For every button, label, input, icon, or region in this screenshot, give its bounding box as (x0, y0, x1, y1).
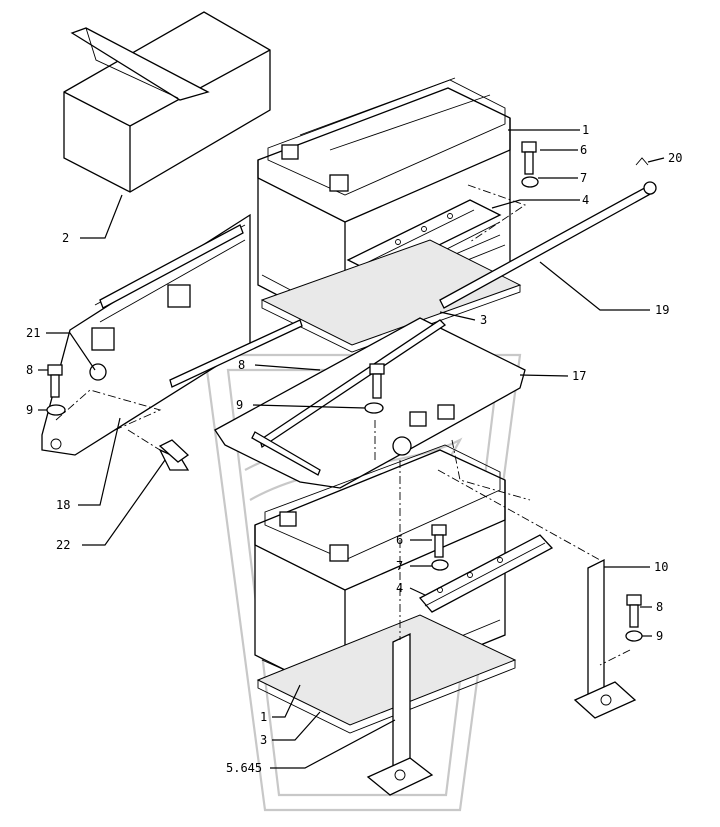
callout-22: 22 (56, 538, 70, 552)
callout-5645: 5.645 (226, 761, 262, 775)
battery-terminal-lower-right (329, 544, 349, 562)
callout-9-left: 9 (26, 403, 33, 417)
support-post-right (573, 558, 637, 719)
washer-lower-right (625, 630, 643, 642)
callout-8-right: 8 (656, 600, 663, 614)
battery-cover-box (63, 11, 271, 193)
washer-left (46, 404, 66, 416)
leader-lines (38, 129, 665, 769)
washer-top-right (521, 176, 539, 188)
bolt-lower-mid (431, 524, 449, 571)
callout-20: 20 (668, 151, 682, 165)
callout-6-top: 6 (580, 143, 587, 157)
bolt-top-right (521, 141, 539, 188)
support-post-left (366, 632, 434, 796)
callout-1-bottom: 1 (260, 710, 267, 724)
callout-4-top: 4 (582, 193, 589, 207)
battery-pad-bottom (256, 614, 517, 734)
callout-6-bottom: 6 (396, 533, 403, 547)
callout-1-top: 1 (582, 123, 589, 137)
callout-21: 21 (26, 326, 40, 340)
callout-7-top: 7 (580, 171, 587, 185)
hold-down-bar-bottom (418, 534, 554, 613)
side-bracket (41, 213, 303, 456)
battery-terminal-lower-left (279, 511, 297, 527)
callout-7-bottom: 7 (396, 559, 403, 573)
callout-8-mid: 8 (238, 358, 245, 372)
bolt-mid (364, 363, 385, 414)
callout-labels: 1 6 7 4 20 2 19 3 21 8 8 17 9 9 18 22 6 … (26, 123, 682, 775)
battery-pad-top (260, 239, 522, 353)
callout-9-mid: 9 (236, 398, 243, 412)
battery-terminal-right (329, 174, 349, 192)
battery-terminal-left (281, 144, 299, 160)
assembly-centerlines (55, 184, 631, 666)
bolt-22 (158, 439, 190, 471)
callout-17: 17 (572, 369, 586, 383)
callout-2: 2 (62, 231, 69, 245)
callout-3-bottom: 3 (260, 733, 267, 747)
rubber-block-lower (91, 327, 115, 351)
washer-mid (364, 402, 384, 414)
callout-18: 18 (56, 498, 70, 512)
callout-8-left: 8 (26, 363, 33, 377)
callout-4-bottom: 4 (396, 581, 403, 595)
callout-3-mid: 3 (480, 313, 487, 327)
washer-lower-mid (431, 559, 449, 571)
callout-10: 10 (654, 560, 668, 574)
bolt-lower-right (625, 594, 643, 642)
callout-9-right: 9 (656, 629, 663, 643)
callout-19: 19 (655, 303, 669, 317)
tie-rod (439, 157, 657, 309)
rubber-block-upper (167, 284, 191, 308)
